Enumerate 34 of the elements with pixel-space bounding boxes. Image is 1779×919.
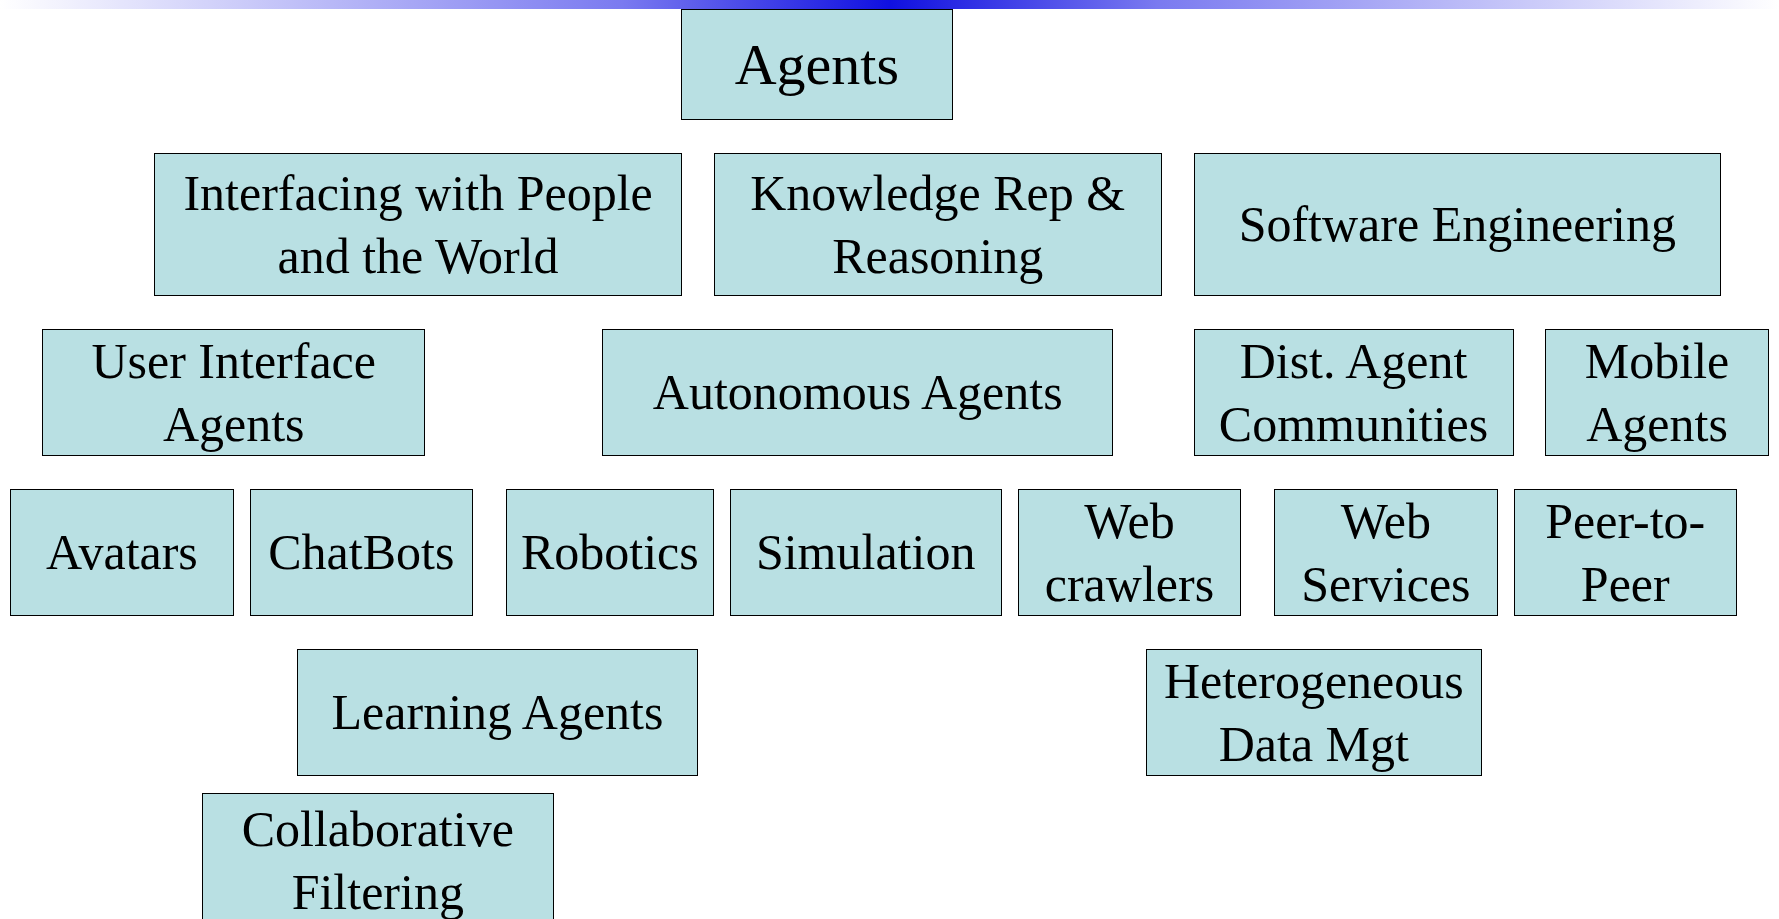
category-box	[41, 329, 426, 457]
category-box	[10, 489, 234, 617]
category-box	[1017, 489, 1242, 617]
category-label: Mobile Agents	[1583, 331, 1731, 454]
category-label: ChatBots	[268, 523, 455, 582]
category-box	[729, 489, 1002, 617]
category-label: Dist. Agent Communities	[1217, 331, 1490, 454]
category-label: Peer-to-Peer	[1544, 491, 1707, 614]
category-label: Autonomous Agents	[652, 363, 1063, 423]
category-label: Web crawlers	[1043, 491, 1216, 614]
category-box	[249, 489, 474, 617]
category-box	[680, 9, 953, 121]
category-box	[713, 153, 1162, 297]
category-label: Learning Agents	[331, 683, 664, 742]
category-label: Heterogeneous Data Mgt	[1162, 651, 1465, 774]
category-box	[1193, 329, 1514, 457]
category-label: Agents	[734, 33, 900, 97]
category-box	[602, 329, 1113, 457]
category-box	[506, 489, 714, 617]
category-box	[1193, 153, 1722, 297]
category-label: Web Services	[1300, 491, 1472, 614]
category-box	[154, 153, 682, 297]
category-label: Robotics	[520, 523, 699, 582]
category-label: Knowledge Rep & Reasoning	[749, 163, 1127, 286]
category-box	[1545, 329, 1769, 457]
category-label: Simulation	[755, 523, 976, 582]
category-label: User Interface Agents	[90, 331, 377, 454]
category-box	[201, 793, 554, 919]
category-box	[1513, 489, 1737, 617]
category-label: Avatars	[46, 523, 198, 582]
category-box	[297, 648, 698, 777]
category-label: Interfacing with People and the World	[182, 163, 654, 286]
category-label: Software Engineering	[1238, 195, 1676, 255]
category-box	[1274, 489, 1498, 617]
